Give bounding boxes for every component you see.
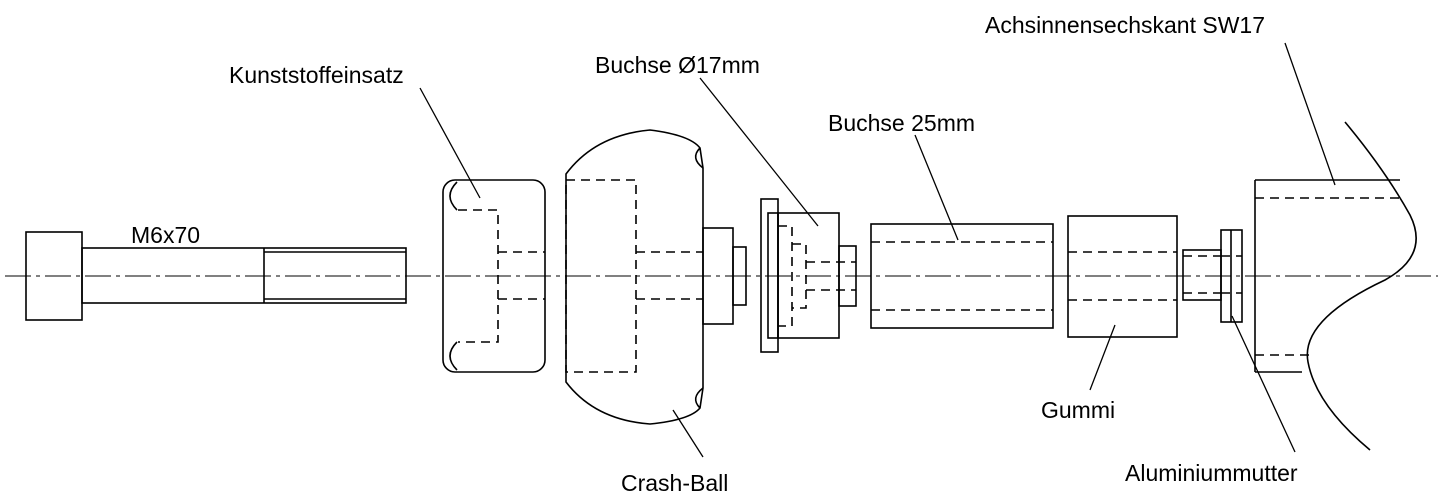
leader-aluminium-nut [1231, 315, 1296, 453]
axle-hex-part [1254, 121, 1417, 451]
label-bushing-25: Buchse 25mm [828, 110, 975, 136]
bushing-25mm-part [870, 223, 1054, 329]
plastic-insert-part [442, 179, 546, 373]
leader-rubber [1089, 324, 1116, 391]
aluminium-nut-part [1182, 229, 1243, 323]
crash-ball-part [565, 129, 747, 425]
label-axle-hex: Achsinnensechskant SW17 [985, 12, 1265, 38]
label-bolt: M6x70 [131, 222, 200, 248]
leader-bushing-17 [699, 77, 819, 227]
leader-axle-hex [1284, 42, 1336, 186]
label-crash-ball: Crash-Ball [621, 470, 728, 496]
label-aluminium-nut: Aluminiummutter [1125, 460, 1298, 486]
leader-crash-ball [672, 409, 704, 458]
bolt-m6x70 [25, 231, 407, 321]
leader-bushing-25 [914, 134, 959, 241]
label-plastic-insert: Kunststoffeinsatz [229, 62, 404, 88]
label-bushing-17: Buchse Ø17mm [595, 52, 760, 78]
leader-plastic-insert [419, 87, 481, 199]
bushing-17mm-part [760, 198, 857, 353]
rubber-part [1067, 215, 1178, 338]
label-rubber: Gummi [1041, 397, 1115, 423]
